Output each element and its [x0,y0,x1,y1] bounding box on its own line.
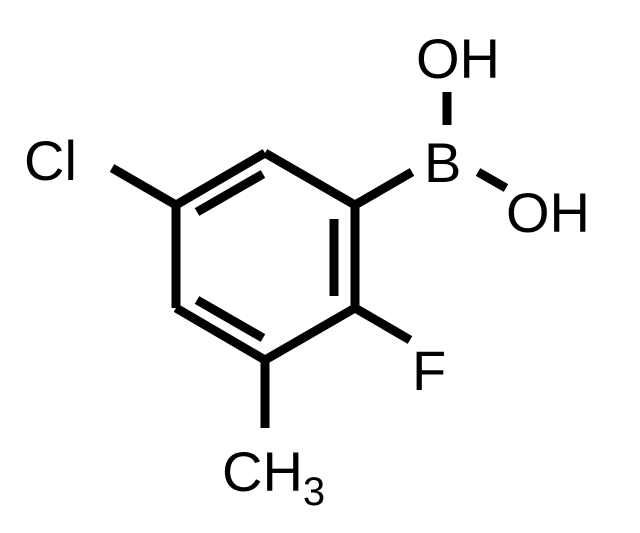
label-oh-top: OH [416,27,500,90]
label-methyl-subscript: 3 [303,470,325,514]
label-oh-right: OH [506,181,590,244]
bond-ring-fluorine [352,304,413,344]
ring-double-bond-bottom-left [194,296,266,342]
ring-bond-top-right [262,149,358,209]
label-chlorine: Cl [24,129,77,192]
label-fluorine: F [412,339,446,402]
label-methyl: CH3 [222,440,325,514]
bond-boron-oh-right [475,168,509,192]
bond-ring-boron [352,168,415,209]
label-methyl-main: CH [222,440,303,503]
label-boron: B [424,131,461,194]
ring-double-bond-top-left [194,170,266,216]
ring-bond-top-left [173,149,268,209]
ring-bond-bottom-right [262,304,358,364]
bond-ring-chlorine [109,164,179,209]
ring-bond-bottom-left [173,304,268,364]
benzene-ring [171,149,360,364]
